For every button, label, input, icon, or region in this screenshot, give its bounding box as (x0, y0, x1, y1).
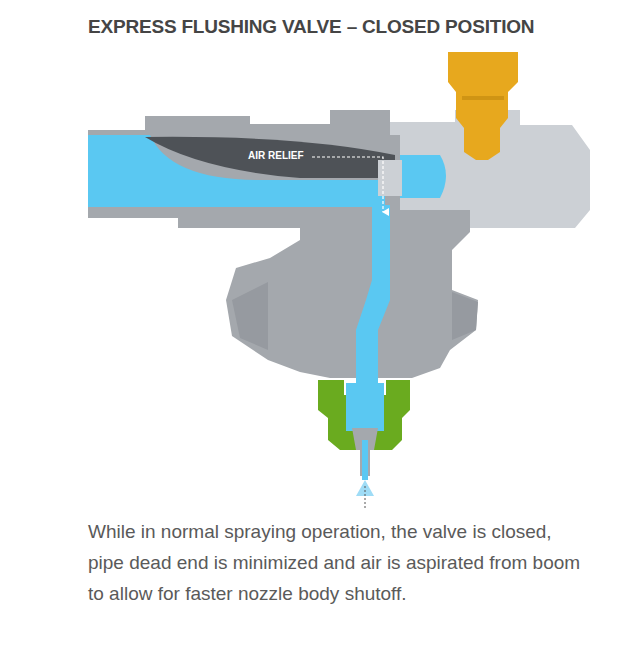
diagram-title: EXPRESS FLUSHING VALVE – CLOSED POSITION (88, 16, 534, 38)
yellow-fitting (448, 52, 518, 160)
part-label: AIR RELIEF (248, 150, 304, 161)
diagram-caption: While in normal spraying operation, the … (88, 516, 588, 609)
pipe-housing (88, 110, 400, 218)
air-flow-leader (312, 157, 383, 212)
valve-body-center (226, 210, 478, 378)
nozzle-channel (356, 205, 390, 385)
